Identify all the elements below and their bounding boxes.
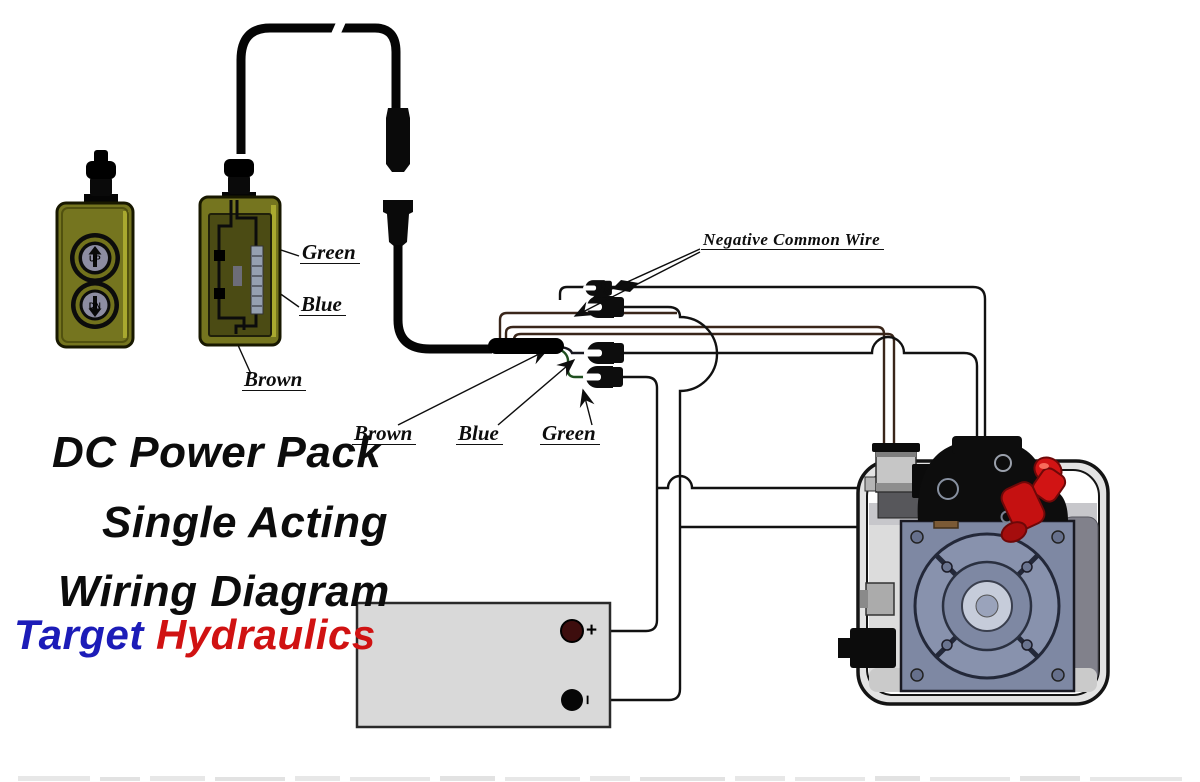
solenoid-wire-a	[504, 325, 886, 447]
battery-negative-terminal	[561, 689, 583, 711]
battery-negative-wire	[598, 305, 719, 702]
bolt-icon	[910, 668, 924, 682]
battery-positive-terminal	[560, 619, 584, 643]
circuit-component	[233, 266, 242, 286]
cable-connector-male	[386, 108, 410, 172]
down-button-label: DN	[88, 301, 102, 311]
box-green-wire-label: Green	[300, 241, 360, 265]
bolt-icon	[1021, 561, 1033, 573]
pump-port	[937, 478, 959, 500]
red-release-valve	[1000, 456, 1067, 543]
cable-green-wire-label: Green	[540, 422, 600, 446]
box-brown-wire-label: Brown	[242, 368, 307, 392]
cable-gap	[328, 15, 348, 43]
pendant-inner-edge	[61, 207, 129, 343]
bottom-noise-strip	[18, 776, 1182, 781]
leader-wire-brown	[397, 349, 549, 426]
bolt-icon	[1051, 530, 1065, 544]
battery-positive-wire	[597, 375, 659, 633]
fork-crimp	[609, 367, 623, 387]
down-button	[71, 281, 119, 329]
circuit-pad-1	[214, 250, 225, 261]
title-line-1: DC Power Pack	[52, 428, 382, 477]
brand-second-word: Hydraulics	[155, 611, 376, 658]
wire-junction-blob	[612, 280, 639, 292]
up-button	[70, 233, 120, 283]
fork-crimp	[610, 297, 624, 317]
pendant-cable	[236, 15, 564, 354]
fork-slot	[583, 373, 601, 381]
battery-positive-branch	[657, 474, 868, 490]
leader-wire-green	[579, 388, 595, 426]
negative-common-wire-label: Negative Common Wire	[701, 231, 885, 250]
pendant-gland-top	[86, 161, 116, 179]
brand-line: Target Hydraulics	[14, 611, 376, 659]
fork-slot	[583, 285, 597, 291]
negative-common-wire-run	[558, 285, 987, 446]
box-gland-mid	[228, 175, 250, 194]
control-box-highlight	[271, 205, 276, 337]
solenoid-band	[876, 483, 916, 491]
pendant-highlight	[123, 211, 129, 338]
control-box	[198, 159, 282, 347]
down-arrow-stem	[93, 296, 97, 310]
box-gland-top	[224, 159, 254, 177]
fork-slot	[584, 349, 602, 357]
leader-negative-common-2	[573, 251, 701, 317]
battery	[355, 601, 612, 729]
pendant-gland-tip	[94, 150, 108, 164]
left-hex-fitting	[865, 582, 895, 616]
bolt-icon	[1051, 668, 1065, 682]
title-line-3: Wiring Diagram	[58, 567, 390, 616]
solenoid-band	[876, 450, 916, 457]
pump-head-top	[952, 436, 1022, 454]
circuit-pad-2	[214, 288, 225, 299]
motor-terminal-connector	[850, 628, 896, 668]
cable-jacket-end	[488, 338, 564, 354]
left-hex-nub	[860, 590, 868, 608]
connector-strip-pins	[252, 255, 262, 307]
up-arrow-stem	[93, 253, 97, 267]
motor-hub-center	[975, 594, 999, 618]
brand-first-word: Target	[14, 611, 144, 658]
motor-terminal-nub	[838, 638, 852, 658]
cable-connector-female	[383, 200, 413, 247]
bolt-icon	[1021, 639, 1033, 651]
blue-wire-run	[616, 335, 979, 445]
brown-wire-loop	[498, 311, 677, 339]
down-arrow-icon	[88, 308, 102, 317]
title-line-2: Single Acting	[102, 498, 388, 547]
wiring-lines	[498, 285, 987, 702]
leader-wire-blue	[497, 359, 576, 426]
cable-blue-wire-label: Blue	[456, 422, 503, 446]
battery-plus-symbol: +	[586, 620, 598, 641]
pendant-gland-mid	[90, 177, 112, 196]
circuit-traces	[217, 200, 258, 334]
hydraulic-power-unit	[838, 436, 1110, 706]
battery-minus-symbol: −	[577, 695, 597, 705]
solenoid-cap	[872, 443, 920, 452]
up-arrow-icon	[88, 246, 102, 255]
connector-strip	[250, 245, 264, 315]
bolt-icon	[941, 639, 953, 651]
leader-negative-common-1	[592, 248, 701, 298]
bolt-icon	[910, 530, 924, 544]
up-button-label: UP	[89, 254, 101, 264]
box-blue-wire-label: Blue	[299, 293, 346, 317]
fork-crimp	[610, 343, 624, 363]
remote-pendant	[55, 150, 135, 349]
bolt-icon	[941, 561, 953, 573]
cable-brown-wire-label: Brown	[352, 422, 417, 446]
pump-port	[994, 454, 1012, 472]
